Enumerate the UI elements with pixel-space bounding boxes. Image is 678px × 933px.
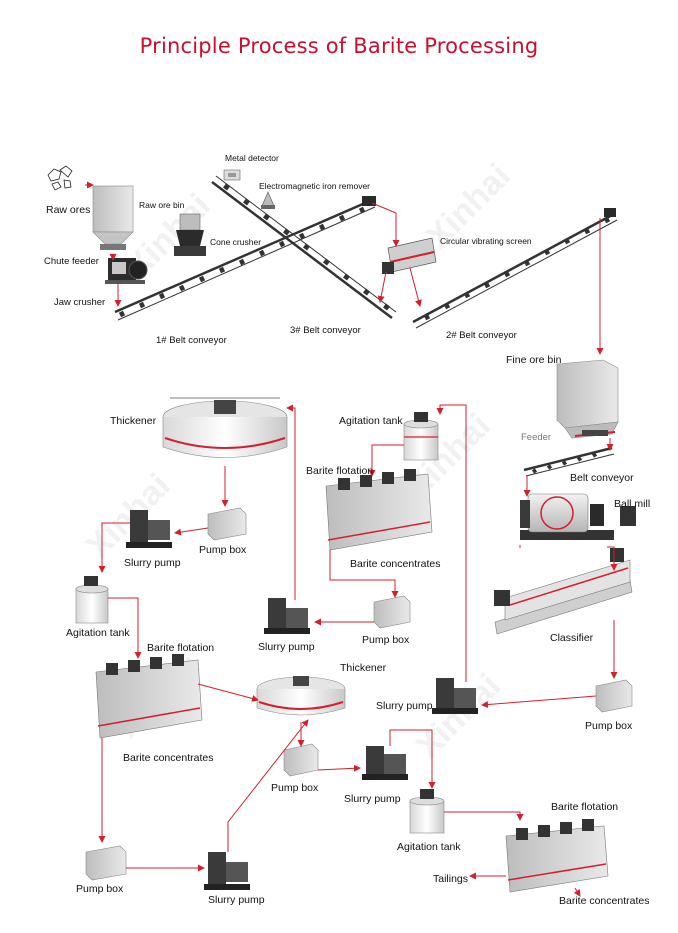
metal-detector xyxy=(223,169,241,181)
flow-lines xyxy=(85,181,618,897)
label-pump-box-center: Pump box xyxy=(271,782,319,794)
label-iron-remover: Electromagnetic iron remover xyxy=(259,181,371,191)
circular-vibrating-screen xyxy=(382,237,437,274)
belt-conveyor-small xyxy=(523,446,615,477)
slurry-pump-mid xyxy=(432,678,478,714)
watermark: Xinhai xyxy=(409,667,508,766)
agitation-tank-bottom xyxy=(409,789,445,834)
label-classifier: Classifier xyxy=(550,632,594,644)
label-pump-box-left-top: Pump box xyxy=(199,544,247,556)
classifier xyxy=(494,548,633,635)
label-thickener-top: Thickener xyxy=(110,415,157,427)
label-agitation-tank-bottom: Agitation tank xyxy=(397,841,461,853)
belt-conveyor-3 xyxy=(211,175,397,319)
label-slurry-pump-mid: Slurry pump xyxy=(376,700,433,712)
watermark: Xinhai xyxy=(79,467,178,566)
slurry-pump-mid2 xyxy=(264,598,310,634)
diagram-title: Principle Process of Barite Processing xyxy=(139,34,539,58)
label-slurry-pump-center: Slurry pump xyxy=(344,793,401,805)
label-ball-mill: Ball mill xyxy=(614,498,651,510)
label-chute-feeder: Chute feeder xyxy=(44,256,99,267)
pump-boxes xyxy=(85,507,633,881)
raw-ores-icon xyxy=(47,165,73,191)
label-barite-flotation-left: Barite flotation xyxy=(147,642,215,654)
label-barite-flotation-top: Barite flotation xyxy=(306,465,374,477)
ball-mill xyxy=(520,493,636,540)
label-metal-detector: Metal detector xyxy=(225,153,279,163)
thickener-mid xyxy=(256,676,346,716)
label-vibrating-screen: Circular vibrating screen xyxy=(440,236,532,246)
flotation-machine-top xyxy=(325,469,433,551)
flotation-machine-bottom xyxy=(505,819,609,893)
slurry-pump-center xyxy=(362,746,408,780)
label-barite-flotation-bottom: Barite flotation xyxy=(551,801,619,813)
label-agitation-tank-left: Agitation tank xyxy=(66,627,130,639)
slurry-pump-left-top xyxy=(126,510,172,548)
label-tailings: Tailings xyxy=(433,873,469,885)
belt-conveyor-1 xyxy=(114,196,376,321)
thickener-top xyxy=(162,397,288,458)
label-barite-concentrates-bottom: Barite concentrates xyxy=(559,895,650,907)
agitation-tank-left xyxy=(75,576,109,624)
label-barite-concentrates-left: Barite concentrates xyxy=(123,752,214,764)
label-slurry-pump-mid2: Slurry pump xyxy=(258,641,315,653)
label-agitation-tank-top: Agitation tank xyxy=(339,415,403,427)
label-pump-box-bottom-left: Pump box xyxy=(76,883,124,895)
label-raw-ore-bin: Raw ore bin xyxy=(139,200,185,210)
label-barite-concentrates-top: Barite concentrates xyxy=(350,558,441,570)
flotation-machine-left xyxy=(95,654,203,739)
iron-remover xyxy=(261,191,275,209)
label-raw-ores: Raw ores xyxy=(46,204,91,216)
label-fine-ore-bin: Fine ore bin xyxy=(506,354,562,366)
label-slurry-pump-left-top: Slurry pump xyxy=(124,557,181,569)
agitation-tank-top xyxy=(403,412,439,461)
cone-crusher xyxy=(174,213,206,256)
label-belt-conveyor: Belt conveyor xyxy=(570,472,634,484)
label-thickener-mid: Thickener xyxy=(340,662,387,674)
label-pump-box-mid: Pump box xyxy=(362,634,410,646)
label-belt-conveyor-2: 2# Belt conveyor xyxy=(446,330,517,341)
label-belt-conveyor-1: 1# Belt conveyor xyxy=(156,335,227,346)
label-cone-crusher: Cone crusher xyxy=(210,237,262,247)
label-belt-conveyor-3: 3# Belt conveyor xyxy=(290,325,361,336)
raw-ore-bin xyxy=(92,185,134,250)
label-feeder: Feeder xyxy=(521,432,552,443)
fine-ore-bin xyxy=(556,359,619,439)
belt-conveyor-2 xyxy=(412,208,618,329)
jaw-crusher xyxy=(105,258,148,284)
slurry-pump-bottom xyxy=(204,852,250,890)
label-jaw-crusher: Jaw crusher xyxy=(54,297,106,308)
label-pump-box-right: Pump box xyxy=(585,720,633,732)
label-slurry-pump-bottom: Slurry pump xyxy=(208,894,265,906)
